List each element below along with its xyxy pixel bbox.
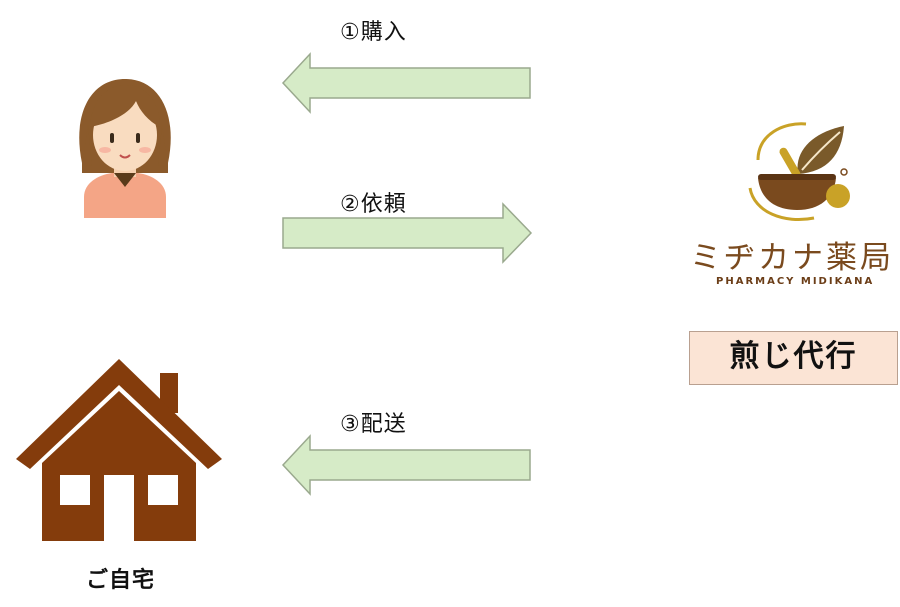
house-icon <box>12 355 227 549</box>
arrow-purchase <box>280 50 535 116</box>
pharmacy-logo-icon <box>744 120 854 229</box>
arrow-request <box>280 200 535 266</box>
step-2-label: ②依頼 <box>340 192 407 217</box>
service-badge: 煎じ代行 <box>689 331 898 385</box>
arrow-delivery <box>280 432 535 498</box>
pharmacy-name-jp: ミヂカナ薬局 <box>690 240 894 276</box>
step-1-label: ①購入 <box>340 20 407 45</box>
customer-avatar-icon <box>70 75 180 224</box>
pharmacy-name-en: PHARMACY MIDIKANA <box>716 276 875 287</box>
step-3-label: ③配送 <box>340 412 407 437</box>
home-label: ご自宅 <box>86 568 156 593</box>
